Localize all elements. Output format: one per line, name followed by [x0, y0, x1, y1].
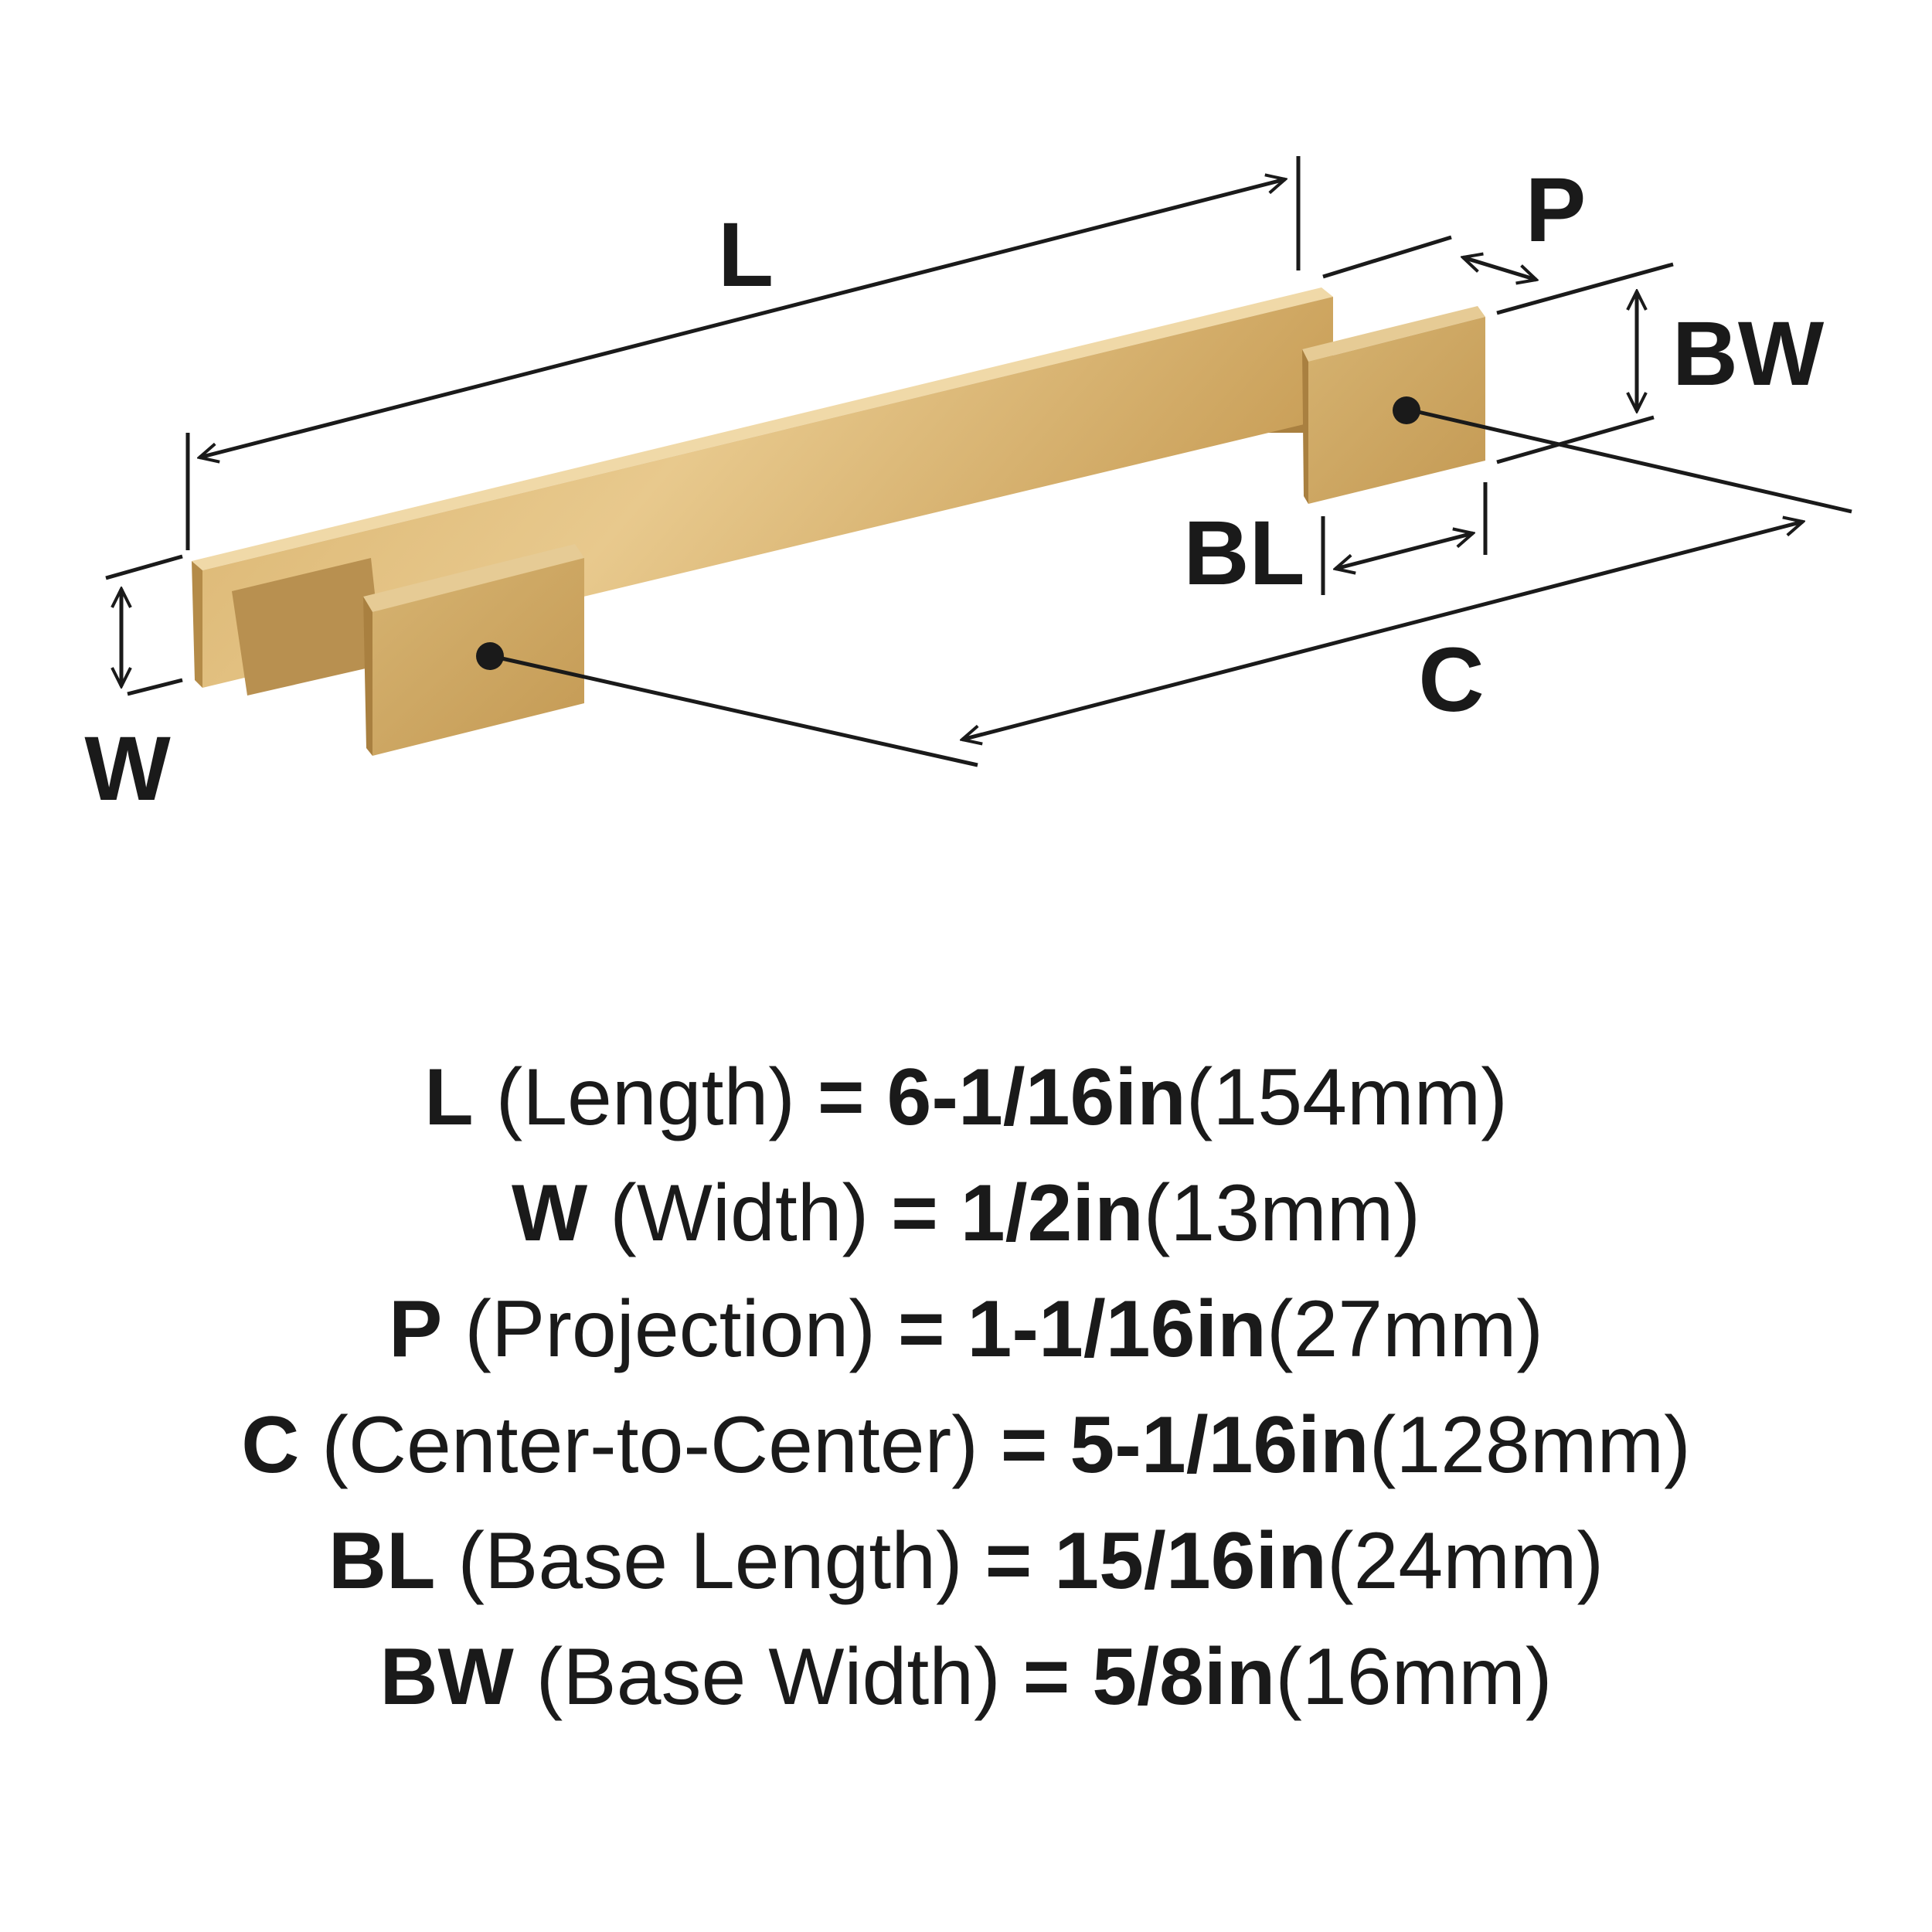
- spec-code: W: [512, 1168, 588, 1258]
- base-length-label: BL: [1183, 502, 1304, 604]
- spec-name: (Base Length): [457, 1516, 963, 1606]
- spec-equals: =: [1022, 1632, 1070, 1722]
- spec-row-width: W (Width) = 1/2in(13mm): [0, 1155, 1932, 1271]
- spec-name: (Base Width): [536, 1632, 1001, 1722]
- spec-imperial: 15/16in: [1054, 1516, 1327, 1606]
- right-base: [1302, 306, 1485, 504]
- spec-metric: (128mm): [1369, 1400, 1691, 1490]
- spec-row-center-to-center: C (Center-to-Center) = 5-1/16in(128mm): [0, 1387, 1932, 1503]
- right-mount-hole: [1393, 396, 1420, 424]
- width-label: W: [84, 718, 171, 820]
- spec-row-base-length: BL (Base Length) = 15/16in(24mm): [0, 1503, 1932, 1619]
- spec-metric: (154mm): [1185, 1053, 1508, 1142]
- spec-imperial: 5/8in: [1092, 1632, 1276, 1722]
- center-to-center-label: C: [1418, 629, 1484, 731]
- spec-equals: =: [985, 1516, 1032, 1606]
- base-length-dimension-arrow: [1335, 533, 1473, 569]
- left-base: [363, 544, 584, 756]
- dimension-spec-list: L (Length) = 6-1/16in(154mm) W (Width) =…: [0, 1039, 1932, 1735]
- spec-metric: (27mm): [1266, 1284, 1544, 1374]
- spec-row-length: L (Length) = 6-1/16in(154mm): [0, 1039, 1932, 1155]
- spec-name: (Width): [610, 1168, 869, 1258]
- spec-metric: (16mm): [1275, 1632, 1553, 1722]
- spec-equals: =: [891, 1168, 938, 1258]
- spec-code: C: [241, 1400, 300, 1490]
- spec-equals: =: [897, 1284, 945, 1374]
- spec-equals: =: [817, 1053, 865, 1142]
- projection-label: P: [1526, 159, 1587, 261]
- spec-metric: (24mm): [1326, 1516, 1604, 1606]
- spec-name: (Projection): [464, 1284, 876, 1374]
- left-mount-hole: [476, 642, 504, 670]
- spec-imperial: 6-1/16in: [886, 1053, 1186, 1142]
- left-post: [232, 558, 383, 696]
- bar-end-cap: [192, 561, 202, 688]
- spec-code: BL: [328, 1516, 436, 1606]
- cabinet-pull-diagram: L P BW BL C W: [84, 156, 1852, 820]
- spec-code: BW: [379, 1632, 514, 1722]
- length-label: L: [718, 204, 774, 306]
- base-width-label: BW: [1672, 303, 1825, 405]
- spec-imperial: 1/2in: [960, 1168, 1144, 1258]
- dimension-lines: [105, 156, 1852, 767]
- spec-row-projection: P (Projection) = 1-1/16in(27mm): [0, 1271, 1932, 1387]
- length-dimension-arrow: [199, 179, 1285, 457]
- spec-code: L: [424, 1053, 474, 1142]
- spec-equals: =: [1000, 1400, 1048, 1490]
- spec-row-base-width: BW (Base Width) = 5/8in(16mm): [0, 1619, 1932, 1735]
- spec-metric: (13mm): [1143, 1168, 1420, 1258]
- center-to-center-dimension-arrow: [962, 522, 1803, 740]
- spec-imperial: 1-1/16in: [967, 1284, 1267, 1374]
- spec-name: (Length): [495, 1053, 795, 1142]
- projection-dimension-arrow: [1463, 257, 1536, 280]
- spec-imperial: 5-1/16in: [1070, 1400, 1369, 1490]
- spec-code: P: [388, 1284, 443, 1374]
- spec-name: (Center-to-Center): [321, 1400, 978, 1490]
